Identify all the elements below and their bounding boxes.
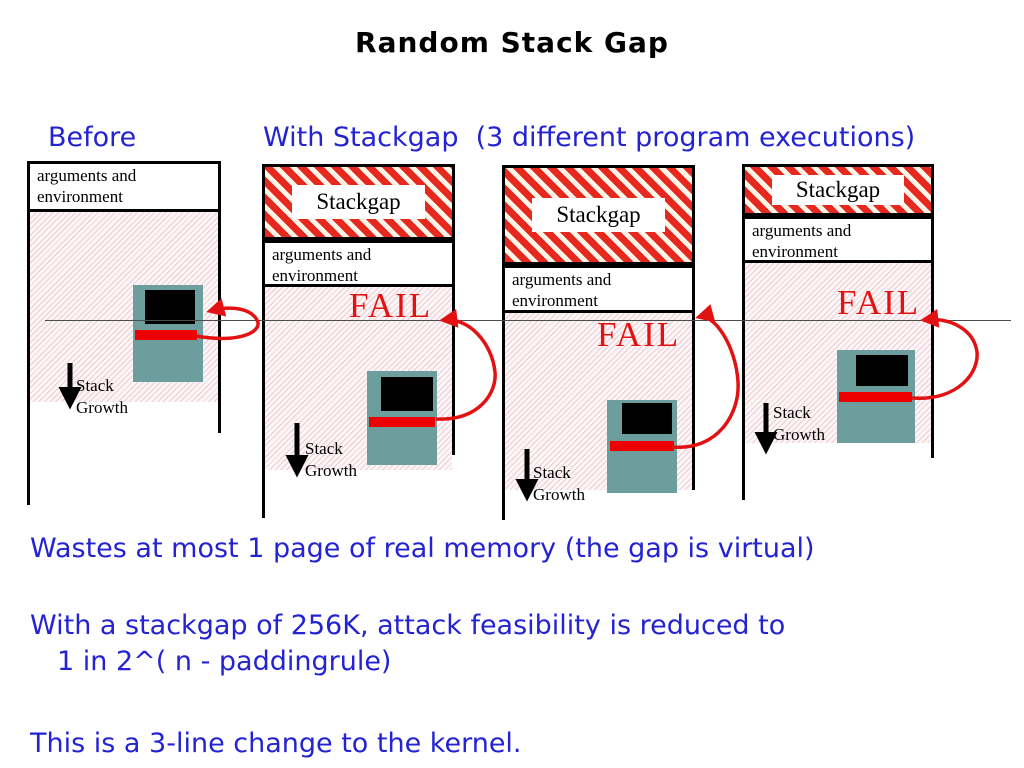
- stack-growth-label: Stack Growth: [76, 376, 128, 418]
- stackgap-label: Stackgap: [532, 198, 665, 232]
- fail-label: FAIL: [349, 286, 433, 325]
- computer-icon: [607, 400, 677, 493]
- overflow-bar: [135, 330, 197, 340]
- column-left-border: [502, 165, 505, 520]
- fail-label: FAIL: [837, 283, 921, 322]
- overflow-bar: [610, 441, 674, 451]
- stackgap-label: Stackgap: [292, 185, 425, 219]
- stack-top-line: [45, 320, 1011, 321]
- stackgap-label: Stackgap: [771, 175, 905, 205]
- computer-screen: [381, 377, 433, 411]
- before-heading: Before: [48, 122, 137, 153]
- column-left-border: [27, 161, 30, 505]
- computer-screen: [622, 403, 672, 434]
- computer-icon: [133, 285, 203, 382]
- column-left-border: [742, 164, 745, 500]
- arguments-environment-region: arguments and environment: [502, 265, 695, 313]
- note-kernel-change: This is a 3-line change to the kernel.: [30, 728, 522, 759]
- computer-icon: [367, 371, 437, 465]
- arguments-environment-region: arguments and environment: [742, 216, 934, 263]
- note-wastes: Wastes at most 1 page of real memory (th…: [30, 533, 815, 564]
- computer-screen: [145, 290, 195, 324]
- note-stackgap-256k: With a stackgap of 256K, attack feasibil…: [30, 610, 786, 641]
- column-left-border: [262, 164, 265, 518]
- arguments-environment-region: arguments and environment: [262, 240, 455, 287]
- with-stackgap-heading: With Stackgap (3 different program execu…: [263, 122, 916, 153]
- computer-screen: [856, 355, 908, 386]
- stackgap-region: Stackgap: [742, 164, 934, 216]
- stackgap-region: Stackgap: [262, 164, 455, 240]
- stackgap-region: Stackgap: [502, 165, 695, 265]
- overflow-bar: [839, 392, 912, 402]
- overflow-bar: [369, 417, 435, 427]
- stack-growth-label: Stack Growth: [773, 403, 825, 445]
- computer-icon: [837, 350, 915, 443]
- fail-label: FAIL: [597, 315, 681, 354]
- stack-growth-label: Stack Growth: [305, 439, 357, 481]
- stack-growth-label: Stack Growth: [533, 463, 585, 505]
- note-probability: 1 in 2^( n - paddingrule): [57, 646, 392, 677]
- column-right-border: [218, 161, 221, 433]
- arguments-environment-region: arguments and environment: [27, 161, 221, 212]
- slide-title: Random Stack Gap: [355, 26, 669, 59]
